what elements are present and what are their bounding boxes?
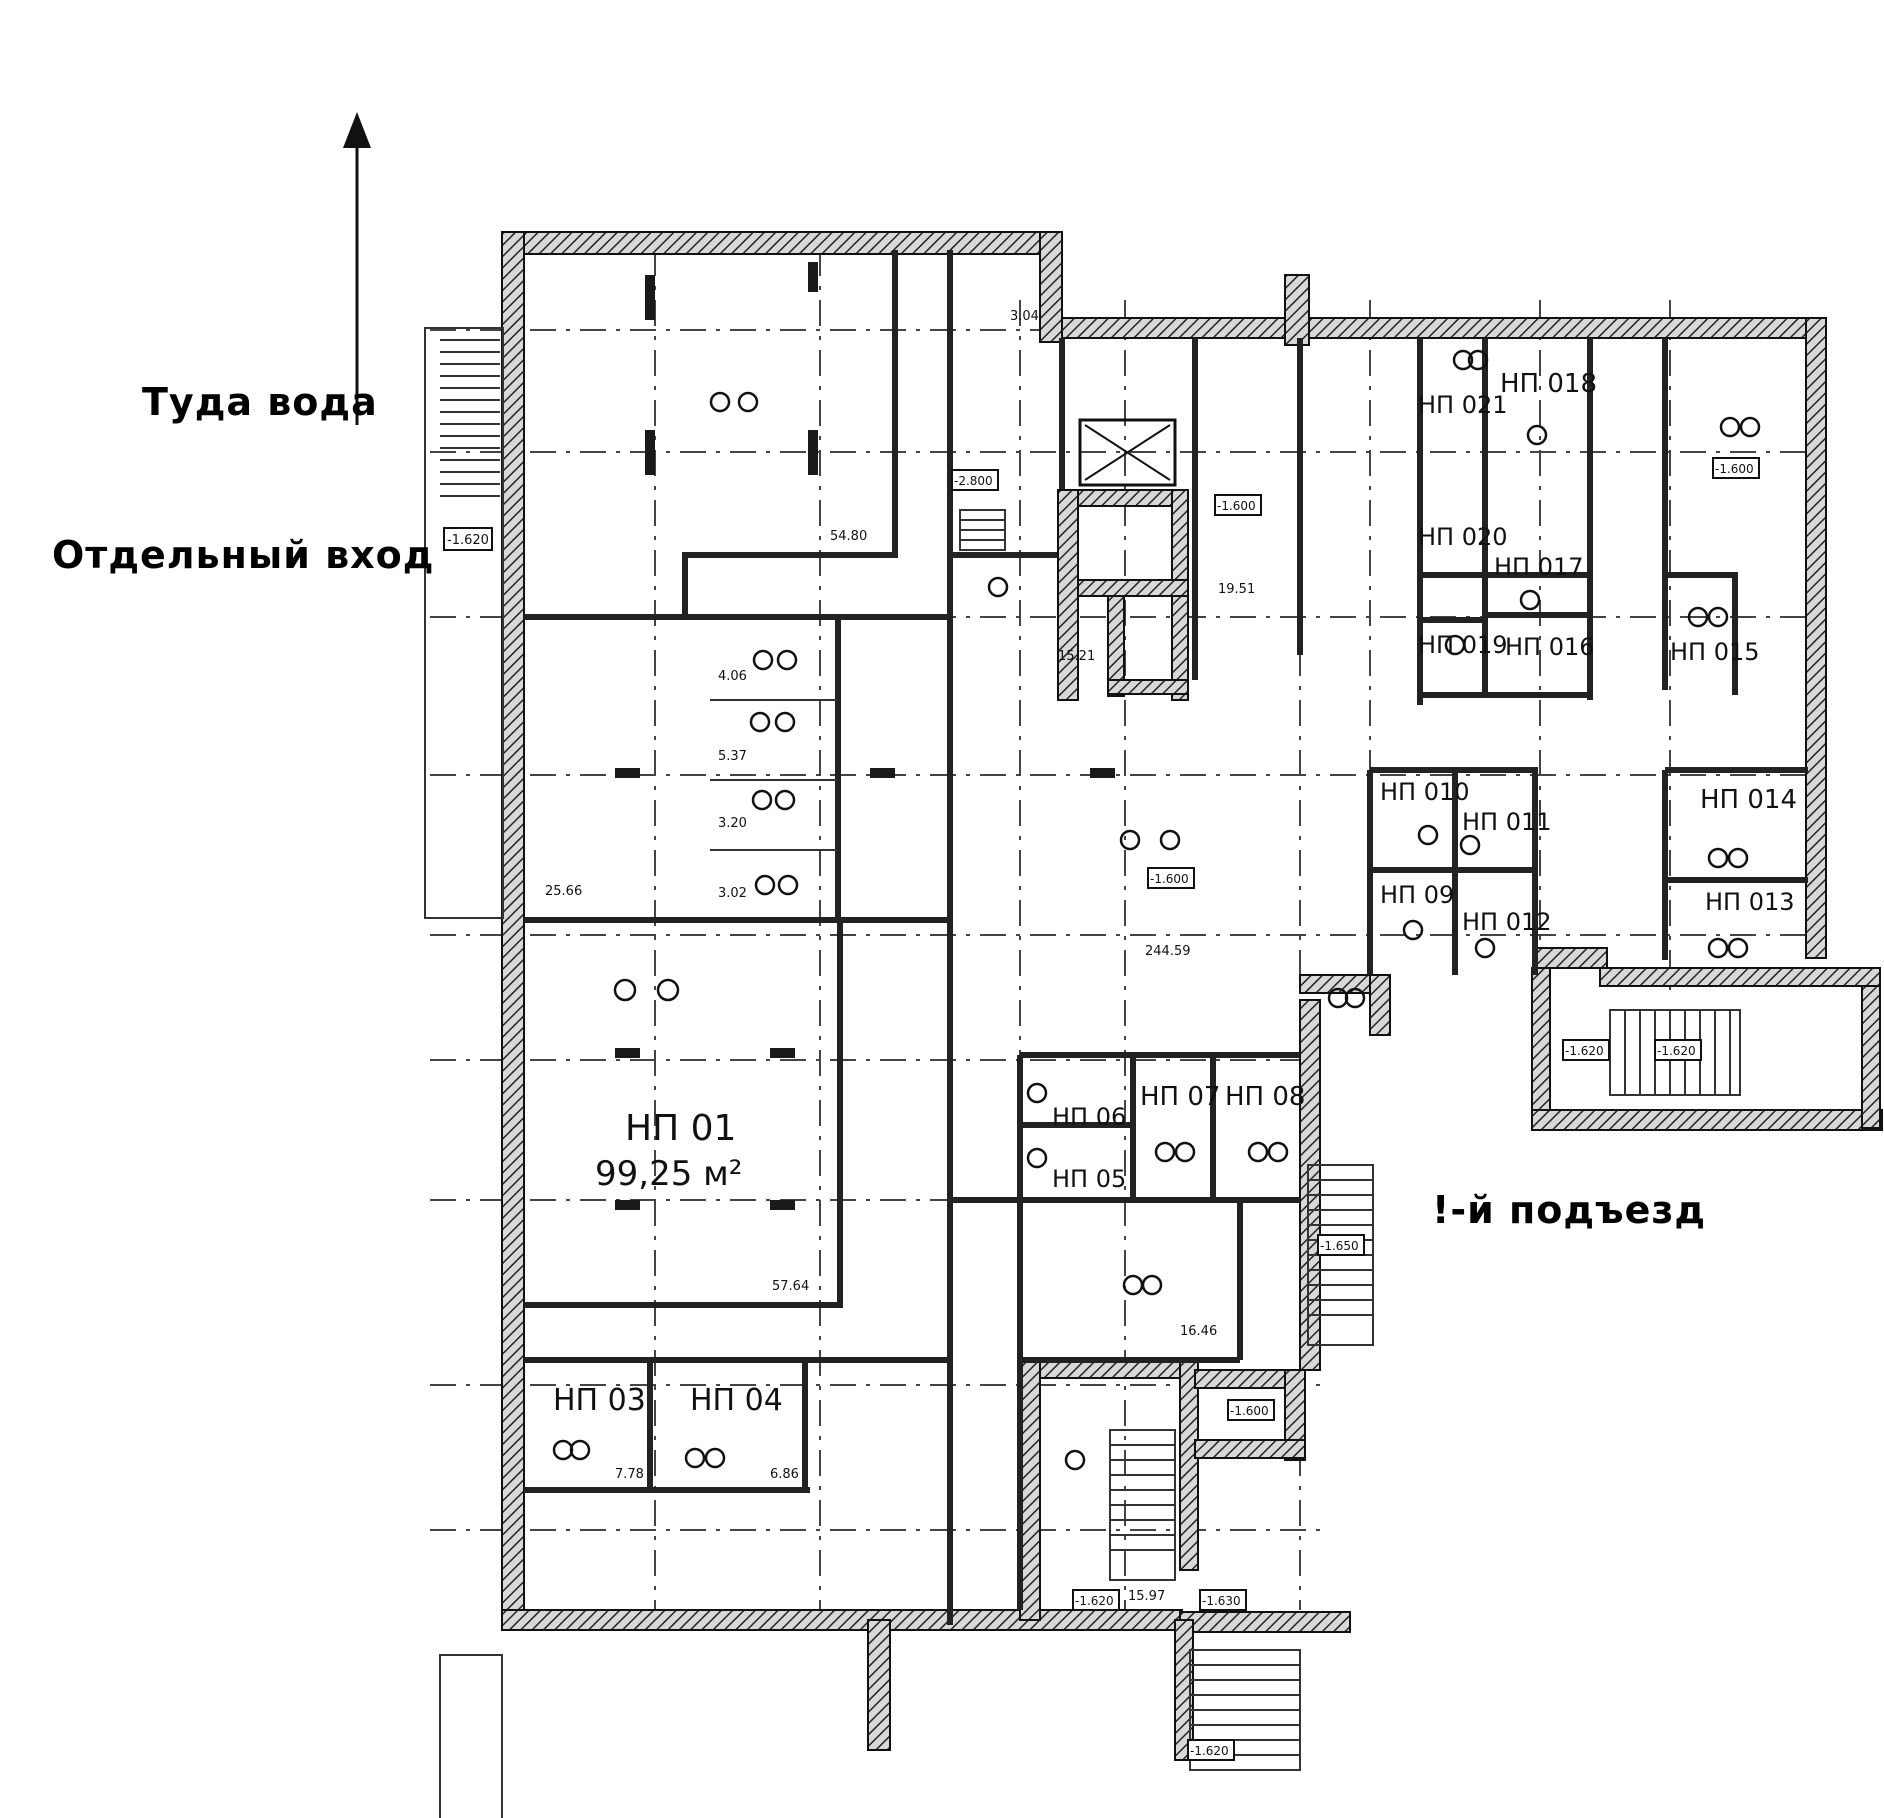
area-figure: 3.04	[1010, 309, 1039, 324]
area-figure: 3.02	[718, 886, 747, 901]
room-np012: НП 012	[1462, 908, 1552, 936]
room-np018: НП 018	[1500, 369, 1597, 399]
elevation-mark: -2.800	[954, 474, 993, 488]
columns	[615, 262, 1115, 1210]
room-np07: НП 07	[1140, 1082, 1220, 1112]
room-np010: НП 010	[1380, 778, 1470, 806]
equipment-markers	[552, 349, 1761, 1471]
separate-entrance-label: Отдельный вход	[52, 533, 435, 577]
elevation-mark: -1.600	[1230, 1404, 1269, 1418]
area-figure: 3.20	[718, 816, 747, 831]
elevation-mark: -1.620	[1657, 1044, 1696, 1058]
elevation-left-entrance: -1.620	[447, 533, 489, 548]
area-figure: 19.51	[1218, 582, 1255, 597]
room-np021: НП 021	[1418, 391, 1508, 419]
elevation-mark: -1.630	[1202, 1594, 1241, 1608]
room-np06: НП 06	[1052, 1103, 1126, 1131]
separate-entrance-stair: -1.620	[424, 327, 504, 1818]
elevation-mark: -1.600	[1150, 872, 1189, 886]
room-np05: НП 05	[1052, 1165, 1126, 1193]
area-figure: 5.37	[718, 749, 747, 764]
area-figures: 54.80 25.66 57.64 244.59 19.51 15.21 16.…	[545, 309, 1255, 1604]
room-np01-name: НП 01	[625, 1108, 736, 1149]
room-np016: НП 016	[1505, 633, 1595, 661]
interior-partitions	[524, 250, 1808, 1625]
room-np019: НП 019	[1418, 631, 1508, 659]
area-figure: 16.46	[1180, 1324, 1217, 1339]
room-labels: НП 01 99,25 м² НП 03 НП 04 НП 06 НП 05 Н…	[553, 369, 1797, 1418]
room-np017: НП 017	[1494, 553, 1584, 581]
exterior-walls	[501, 231, 1883, 1761]
room-np013: НП 013	[1705, 888, 1795, 916]
area-figure: 244.59	[1145, 944, 1191, 959]
room-np020: НП 020	[1418, 523, 1508, 551]
area-figure: 57.64	[772, 1279, 809, 1294]
area-figure: 15.97	[1128, 1589, 1165, 1604]
area-figure: 6.86	[770, 1467, 799, 1482]
area-figure: 25.66	[545, 884, 582, 899]
elevation-mark: -1.650	[1320, 1239, 1359, 1253]
room-np08: НП 08	[1225, 1082, 1305, 1112]
entrance-1-label: !-й подъезд	[1432, 1188, 1707, 1232]
elevation-mark: -1.600	[1217, 499, 1256, 513]
water-direction-label: Туда вода	[142, 380, 378, 424]
room-np014: НП 014	[1700, 785, 1797, 815]
area-figure: 7.78	[615, 1467, 644, 1482]
elevation-mark: -1.600	[1715, 462, 1754, 476]
elevation-marks: -2.800 -1.600 -1.600 -1.600 -1.650 -1.62…	[951, 457, 1760, 1761]
room-np09: НП 09	[1380, 881, 1454, 909]
room-np03: НП 03	[553, 1383, 646, 1418]
area-figure: 4.06	[718, 669, 747, 684]
elevation-mark: -1.620	[1565, 1044, 1604, 1058]
elevation-mark: -1.620	[1190, 1744, 1229, 1758]
area-figure: 15.21	[1058, 649, 1095, 664]
room-np01-area: 99,25 м²	[595, 1154, 742, 1194]
room-np011: НП 011	[1462, 808, 1552, 836]
area-figure: 54.80	[830, 529, 867, 544]
elevation-mark: -1.620	[1075, 1594, 1114, 1608]
room-np04: НП 04	[690, 1383, 783, 1418]
room-np015: НП 015	[1670, 638, 1760, 666]
north-arrow-icon	[343, 112, 371, 425]
